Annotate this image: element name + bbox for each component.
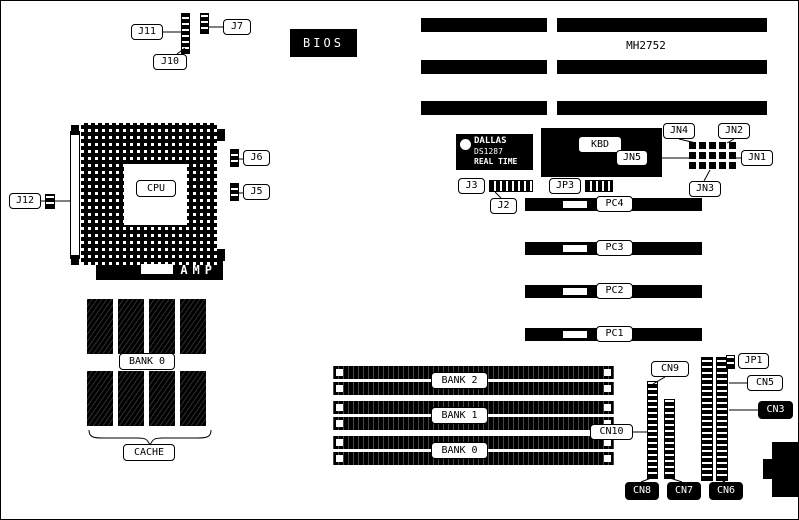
j3-pin-header — [489, 180, 533, 192]
socket-lever — [70, 131, 80, 259]
isa-slot — [421, 101, 547, 115]
cache-chip — [118, 371, 144, 426]
label-cn5: CN5 — [747, 375, 783, 391]
cn6-pin-header — [701, 357, 713, 481]
socket-clip — [217, 249, 225, 261]
label-cn3: CN3 — [758, 401, 793, 419]
label-jp1: JP1 — [738, 353, 769, 369]
jp1-pin-header — [726, 355, 735, 369]
cache-chip — [87, 299, 113, 354]
bios-chip: BIOS — [290, 29, 357, 57]
dallas-model: DS1287 — [474, 147, 503, 156]
cache-chip — [87, 371, 113, 426]
j6-pin-header — [230, 149, 239, 167]
jp3-pin-header — [585, 180, 613, 192]
isa-slot — [557, 101, 767, 115]
chipset-label: MH2752 — [626, 39, 666, 52]
label-j3: J3 — [458, 178, 485, 194]
label-jn2: JN2 — [718, 123, 750, 139]
edge-connector — [772, 442, 798, 497]
label-jn4: JN4 — [663, 123, 695, 139]
j7-pin-header — [200, 13, 209, 34]
label-cpu: CPU — [136, 180, 176, 197]
label-cn9: CN9 — [651, 361, 689, 377]
label-pc2: PC2 — [596, 283, 633, 299]
cache-chip — [180, 371, 206, 426]
label-cn8: CN8 — [625, 482, 659, 500]
cache-chip — [149, 299, 175, 354]
label-j6: J6 — [243, 150, 270, 166]
label-j10: J10 — [153, 54, 187, 70]
label-kbd: KBD — [578, 136, 622, 153]
label-j12: J12 — [9, 193, 41, 209]
cache-chip — [180, 299, 206, 354]
label-j7: J7 — [223, 19, 251, 35]
label-j11: J11 — [131, 24, 163, 40]
pc4-slot-notch — [563, 201, 587, 208]
label-bank2: BANK 2 — [431, 372, 488, 389]
socket-clip — [71, 255, 79, 265]
dallas-rtc-chip: DALLAS DS1287 REAL TIME — [456, 134, 533, 170]
dallas-type: REAL TIME — [474, 157, 518, 166]
label-pc1: PC1 — [596, 326, 633, 342]
amp-window — [141, 264, 173, 274]
amp-label: AMP — [180, 263, 217, 277]
label-cn6: CN6 — [709, 482, 743, 500]
isa-slot — [557, 60, 767, 74]
j5-pin-header — [230, 183, 239, 201]
label-pc3: PC3 — [596, 240, 633, 256]
label-j5: J5 — [243, 184, 270, 200]
bios-label: BIOS — [303, 36, 344, 50]
label-bank0: BANK 0 — [431, 442, 488, 459]
edge-connector-tab — [763, 459, 772, 479]
label-jn5: JN5 — [616, 150, 648, 166]
label-cache-bank0: BANK 0 — [119, 353, 175, 370]
cpu-socket — [81, 123, 217, 265]
label-jn3: JN3 — [689, 181, 721, 197]
label-pc4: PC4 — [596, 196, 633, 212]
socket-clip — [217, 129, 225, 141]
cn7-pin-header — [664, 399, 675, 479]
socket-clip — [71, 125, 79, 135]
j12-pin-header — [45, 194, 55, 209]
isa-slot — [421, 60, 547, 74]
cache-chip — [118, 299, 144, 354]
label-cn7: CN7 — [667, 482, 701, 500]
label-jn1: JN1 — [741, 150, 773, 166]
label-cache: CACHE — [123, 444, 175, 461]
cache-brace — [88, 429, 212, 447]
isa-slot — [557, 18, 767, 32]
cn8-pin-header — [647, 381, 658, 479]
cache-chip — [149, 371, 175, 426]
label-j2: J2 — [490, 198, 517, 214]
jn-pin-grid — [689, 142, 736, 169]
j11-pin-header — [181, 13, 190, 54]
label-bank1: BANK 1 — [431, 407, 488, 424]
pc3-slot-notch — [563, 245, 587, 252]
label-cn10: CN10 — [590, 424, 633, 440]
dallas-brand: DALLAS — [474, 136, 507, 146]
cn5-pin-header — [716, 357, 728, 481]
pc2-slot-notch — [563, 288, 587, 295]
pc1-slot-notch — [563, 331, 587, 338]
isa-slot — [421, 18, 547, 32]
label-jp3: JP3 — [549, 178, 581, 194]
clock-icon — [460, 139, 471, 150]
